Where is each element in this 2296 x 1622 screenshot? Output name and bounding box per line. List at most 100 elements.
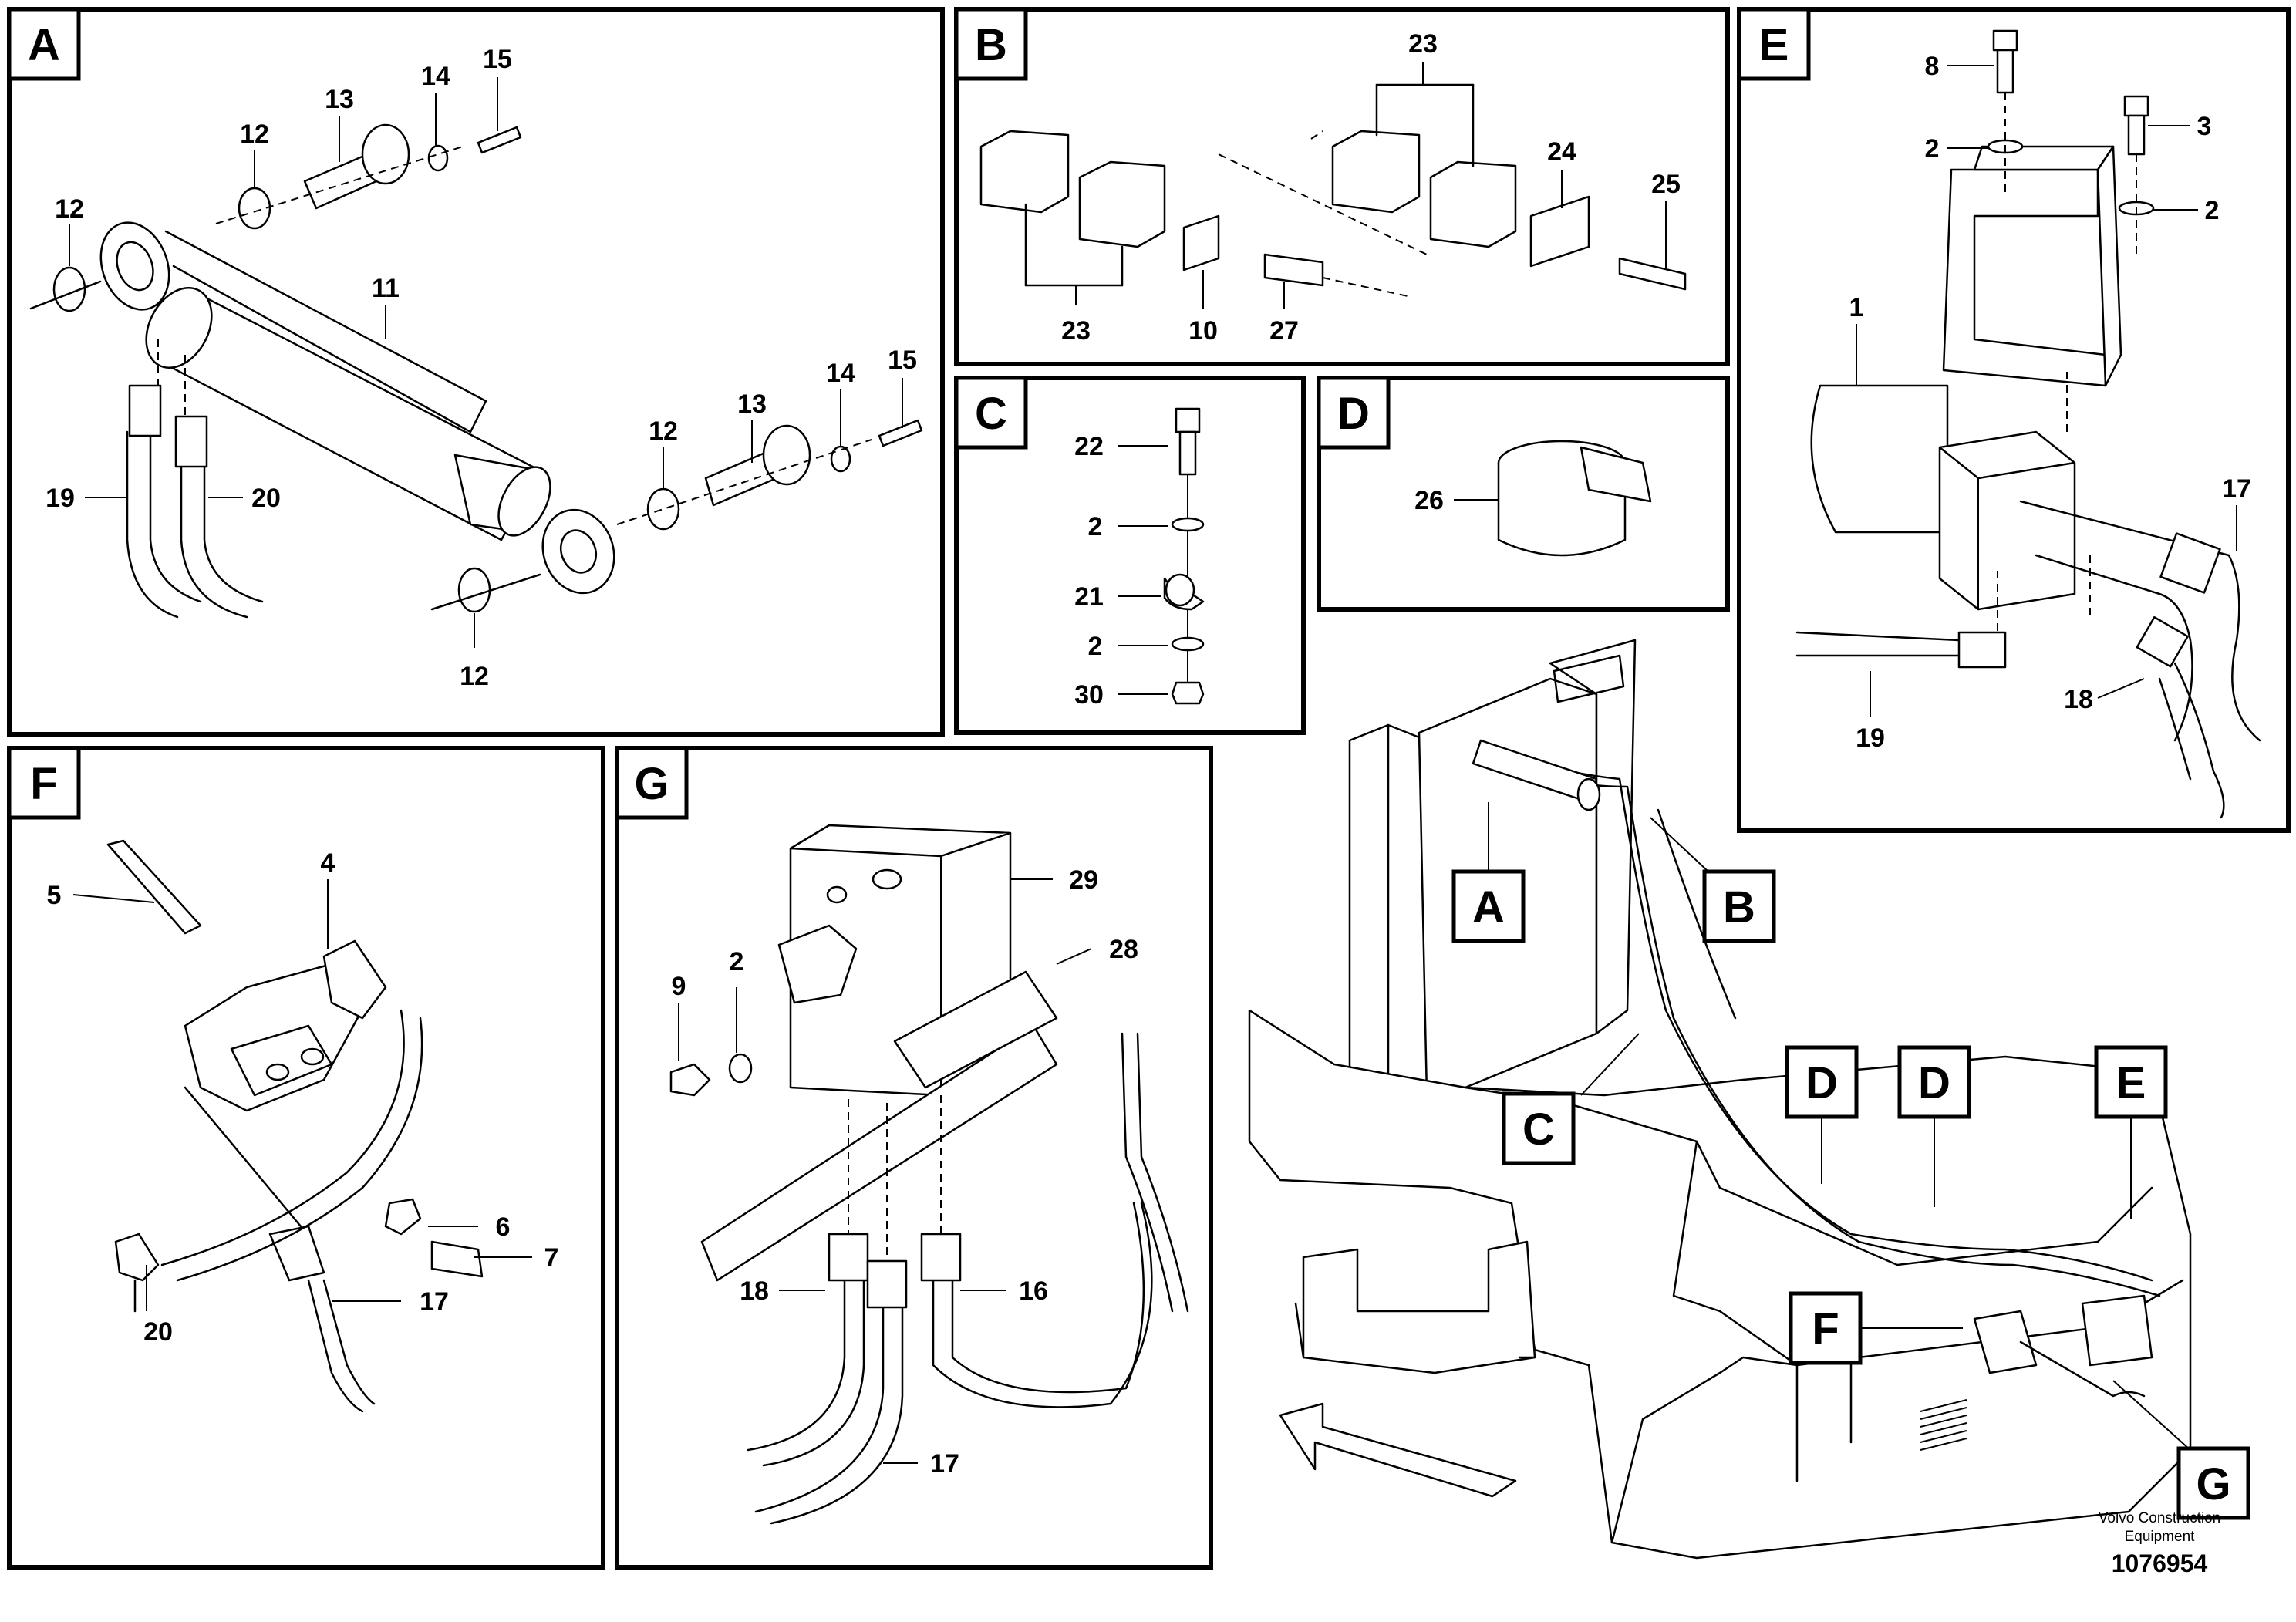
callout-a-19: 19: [46, 484, 75, 513]
pin-parts-bottom: [430, 419, 923, 613]
overview-box-a: [1451, 869, 1526, 943]
overview-label-d2: D: [1918, 1058, 1950, 1108]
overview-labels: A B C D D E F G: [1451, 802, 2250, 1520]
company-line-2: Equipment: [2125, 1529, 2196, 1545]
overview-label-b: B: [1723, 882, 1755, 932]
callout-f-4: 4: [321, 848, 335, 878]
callout-c-22: 22: [1074, 432, 1104, 461]
callout-a-15a: 15: [483, 45, 512, 74]
callout-e-8: 8: [1925, 52, 1940, 81]
panel-g-letter: G: [634, 759, 669, 809]
callout-b-25: 25: [1651, 170, 1681, 199]
overview-label-c: C: [1522, 1104, 1555, 1155]
panel-f: F 5 4: [7, 746, 605, 1570]
callout-a-14b: 14: [826, 359, 855, 388]
overview-box-d1: [1785, 1045, 1859, 1119]
overview-box-e: [2094, 1045, 2168, 1119]
callouts-f: 5 4 6 7 20 17: [47, 848, 559, 1347]
panel-d: D 26: [1317, 376, 1730, 612]
bracket: [1942, 145, 2122, 387]
callout-a-12c: 12: [649, 416, 678, 446]
callout-f-6: 6: [496, 1212, 511, 1242]
callout-a-11: 11: [372, 274, 400, 303]
overview-box-b: [1702, 869, 1776, 943]
overview-label-a: A: [1472, 882, 1505, 932]
callout-e-3: 3: [2197, 112, 2212, 141]
lever-valve: [106, 839, 484, 1282]
callout-a-12a: 12: [55, 194, 84, 224]
callout-b-23a: 23: [1408, 29, 1438, 59]
panel-e: E: [1737, 7, 2291, 833]
callout-g-2: 2: [730, 947, 744, 976]
callout-b-27: 27: [1269, 316, 1299, 346]
callouts-a: 12 12 13 14 15 11 19 20 12 13 14 15 12: [46, 45, 917, 691]
pin-parts-top: [29, 123, 522, 312]
panel-b: B 23 23: [954, 7, 1730, 366]
panel-c: C 22 2 21 2 30: [954, 376, 1306, 735]
callout-a-12d: 12: [460, 662, 489, 691]
callout-e-19: 19: [1856, 723, 1885, 753]
callout-f-17: 17: [420, 1287, 449, 1317]
callout-d-26: 26: [1414, 486, 1444, 515]
callout-e-2a: 2: [1925, 134, 1940, 164]
callouts-b: 23 23 24 25 10 27: [1061, 29, 1681, 346]
hoses-g: [747, 1032, 1189, 1525]
callout-b-10: 10: [1188, 316, 1218, 346]
panel-a-letter: A: [28, 20, 60, 70]
overview-label-g: G: [2196, 1459, 2230, 1509]
callout-a-15b: 15: [888, 346, 917, 375]
machine-overview: [1248, 639, 2192, 1560]
callout-f-20: 20: [143, 1317, 173, 1347]
callouts-g: 29 28 9 2 18 16 17: [672, 865, 1138, 1479]
callout-e-1: 1: [1849, 293, 1864, 322]
bolt-stack: [1163, 407, 1205, 705]
callout-c-30: 30: [1074, 680, 1104, 710]
band-clip: [1497, 440, 1652, 557]
hydraulic-cylinder: [99, 221, 615, 595]
callout-f-7: 7: [544, 1243, 559, 1273]
overview-box-f: [1789, 1291, 1863, 1365]
callout-g-29: 29: [1069, 865, 1098, 895]
callout-e-18: 18: [2064, 685, 2093, 714]
callout-a-14a: 14: [421, 62, 450, 91]
clamp-blocks: [979, 83, 1687, 298]
panel-g: G: [615, 746, 1213, 1570]
callout-a-13a: 13: [325, 85, 354, 114]
valve-motor: [1810, 370, 2076, 611]
hoses-f: [133, 1009, 423, 1413]
figure-number: 1076954: [2112, 1549, 2208, 1577]
overview-box-g: [2176, 1446, 2250, 1520]
callout-e-17: 17: [2222, 474, 2251, 504]
vent-slots: [1920, 1399, 1967, 1451]
company-line-1: Volvo Construction: [2099, 1510, 2220, 1526]
callout-g-18: 18: [740, 1276, 769, 1306]
callout-g-16: 16: [1019, 1276, 1048, 1306]
valve-block-g: [669, 824, 1058, 1282]
callout-a-13b: 13: [737, 389, 767, 419]
callout-a-20: 20: [251, 484, 281, 513]
footer: Volvo Construction Equipment 1076954: [2099, 1510, 2220, 1577]
callout-f-5: 5: [47, 881, 62, 910]
callout-c-21: 21: [1074, 582, 1104, 612]
callout-b-24: 24: [1547, 137, 1576, 167]
overview-box-c: [1502, 1091, 1576, 1165]
overview-label-f: F: [1812, 1304, 1839, 1354]
overview-label-d1: D: [1805, 1058, 1838, 1108]
hoses-a: [126, 339, 264, 619]
callout-e-2b: 2: [2205, 196, 2220, 225]
callouts-c: 22 2 21 2 30: [1074, 432, 1168, 710]
callouts-e: 8 2 3 2 1 17 19 18: [1849, 52, 2251, 753]
callout-c-2b: 2: [1088, 632, 1103, 661]
overview-label-e: E: [2116, 1058, 2146, 1108]
panel-e-letter: E: [1759, 20, 1789, 70]
callout-g-9: 9: [672, 972, 686, 1001]
callout-a-12b: 12: [240, 120, 269, 149]
panel-a: A: [7, 7, 945, 737]
overview-box-d2: [1897, 1045, 1971, 1119]
hoses-e: [1795, 500, 2261, 819]
callout-g-28: 28: [1109, 935, 1138, 964]
callout-b-23b: 23: [1061, 316, 1091, 346]
callout-g-17: 17: [930, 1449, 959, 1479]
panel-d-letter: D: [1337, 389, 1370, 439]
callout-c-2a: 2: [1088, 512, 1103, 541]
